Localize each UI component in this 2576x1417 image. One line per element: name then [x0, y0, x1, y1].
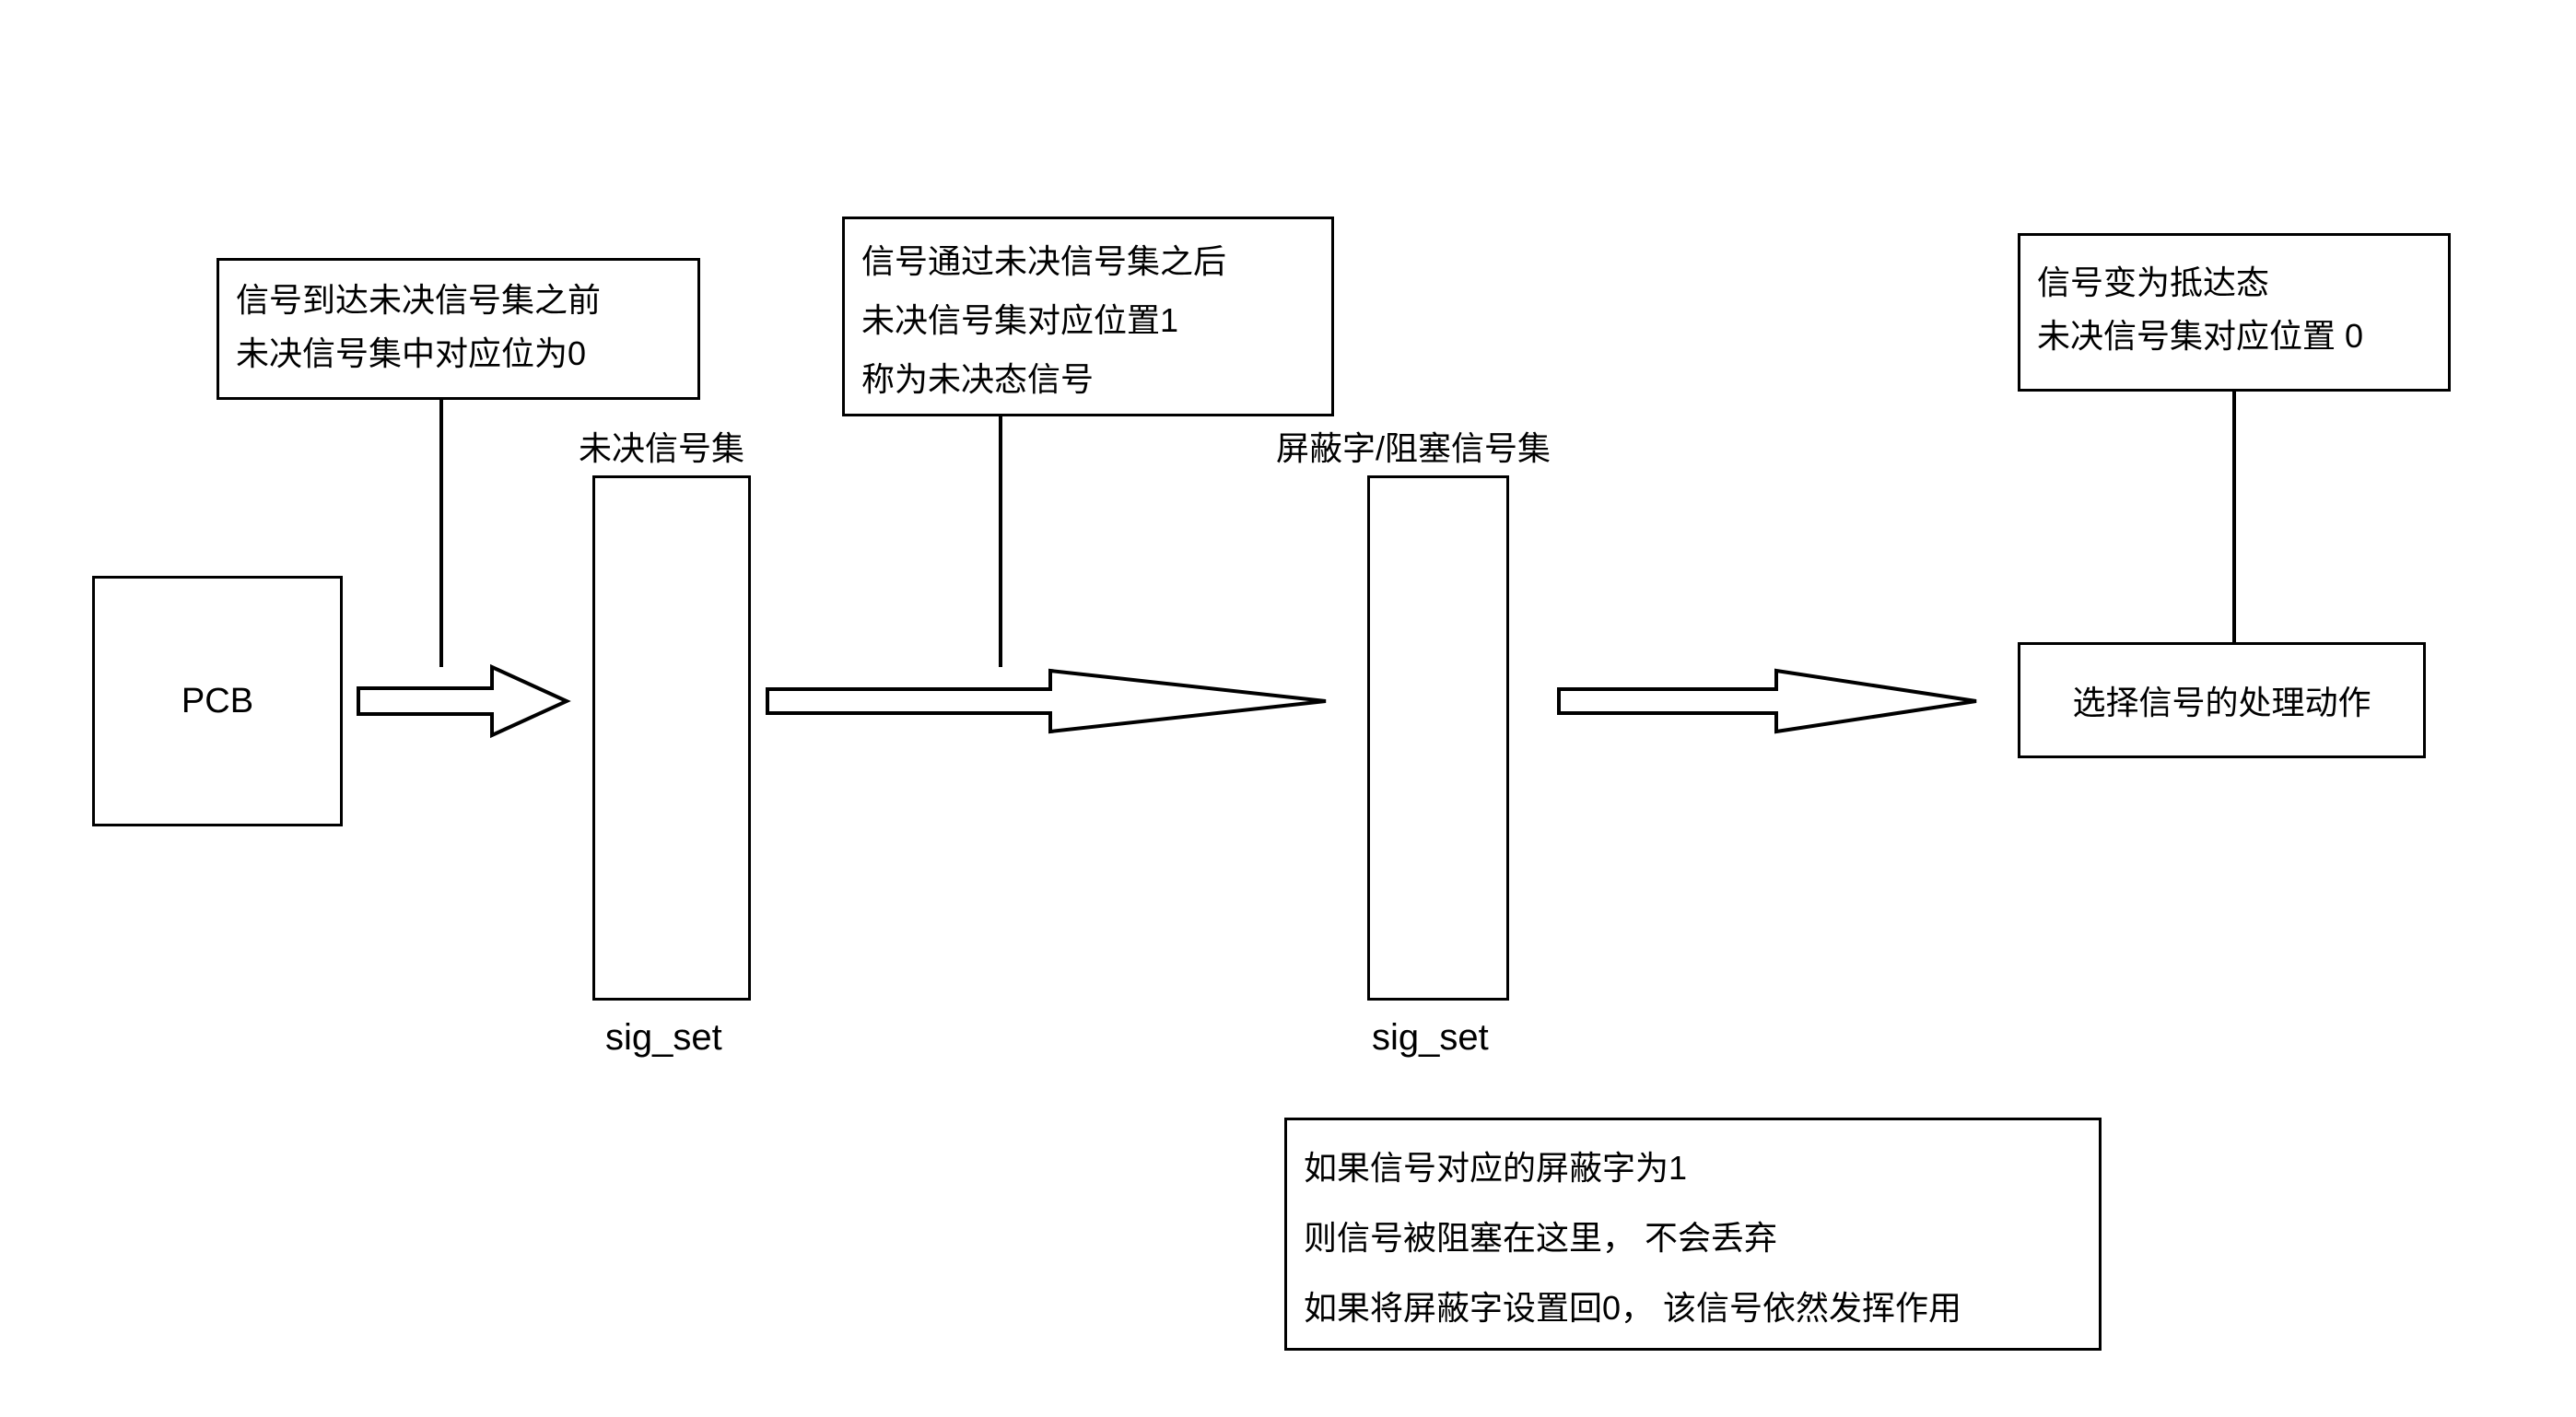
note-before-box: 信号到达未决信号集之前 未决信号集中对应位为0: [217, 258, 700, 400]
arrow-pcb-to-pending-icon: [357, 663, 571, 739]
note-delivered-line2: 未决信号集对应位置 0: [2037, 317, 2364, 355]
pcb-box: PCB: [92, 576, 343, 826]
mask-set-title: 屏蔽字/阻塞信号集: [1276, 429, 1551, 467]
note-mask-line3: 如果将屏蔽字设置回0， 该信号依然发挥作用: [1304, 1289, 1962, 1327]
mask-set-rect: [1367, 475, 1509, 1001]
note-mask-line2: 则信号被阻塞在这里， 不会丢弃: [1304, 1219, 1778, 1257]
pcb-label: PCB: [181, 681, 254, 720]
note-after-line3: 称为未决态信号: [861, 360, 1095, 398]
action-label: 选择信号的处理动作: [2072, 684, 2371, 721]
arrow-mask-to-action-icon: [1557, 668, 1977, 734]
note-delivered-line1: 信号变为抵达态: [2037, 263, 2270, 301]
pending-set-title: 未决信号集: [579, 429, 745, 467]
mask-set-caption: sig_set: [1372, 1017, 1489, 1058]
note-delivered-box: 信号变为抵达态 未决信号集对应位置 0: [2018, 233, 2451, 392]
note-after-line2: 未决信号集对应位置1: [861, 301, 1179, 339]
note-mask-box: 如果信号对应的屏蔽字为1 则信号被阻塞在这里， 不会丢弃 如果将屏蔽字设置回0，…: [1284, 1118, 2102, 1351]
pending-set-caption: sig_set: [605, 1017, 722, 1058]
note-mask-line1: 如果信号对应的屏蔽字为1: [1304, 1149, 1688, 1187]
note-before-line1: 信号到达未决信号集之前: [236, 281, 602, 319]
pending-set-rect: [592, 475, 751, 1001]
arrow-pending-to-mask-icon: [766, 668, 1327, 734]
note-after-line1: 信号通过未决信号集之后: [861, 242, 1227, 280]
note-before-line2: 未决信号集中对应位为0: [236, 334, 587, 372]
note-after-box: 信号通过未决信号集之后 未决信号集对应位置1 称为未决态信号: [842, 217, 1334, 416]
action-box: 选择信号的处理动作: [2018, 642, 2426, 758]
